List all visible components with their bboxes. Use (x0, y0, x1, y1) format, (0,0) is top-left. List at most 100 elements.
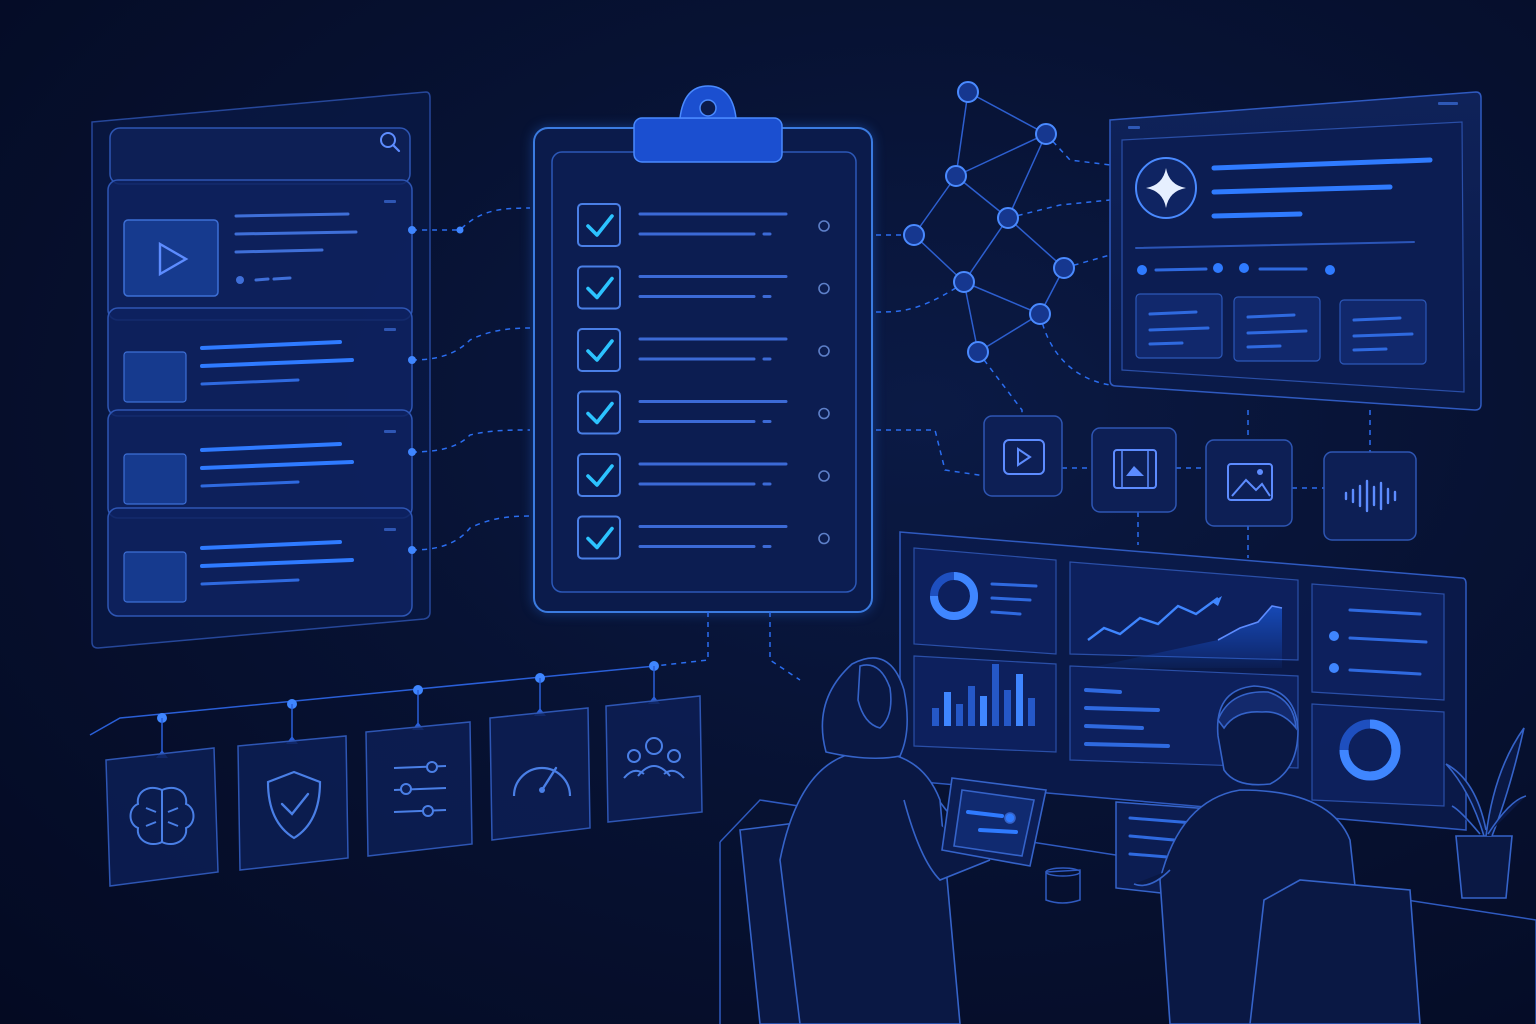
checkbox[interactable] (577, 203, 621, 247)
checklist-clipboard (533, 85, 873, 613)
text-line (1352, 347, 1388, 352)
summary-card-frame (1135, 293, 1223, 359)
graph-node (953, 271, 975, 293)
sliders-icon[interactable] (365, 721, 473, 857)
man-at-laptop-icon (1133, 685, 1421, 1024)
checklist-item[interactable] (577, 328, 830, 372)
text-line (1246, 329, 1308, 335)
status-indicator (818, 407, 830, 420)
checklist-item[interactable] (577, 265, 830, 310)
result-thumbnail (123, 453, 187, 505)
checkmark-icon (586, 401, 614, 425)
graph-node (957, 81, 979, 103)
donut-chart (1339, 719, 1401, 781)
text-line (200, 340, 342, 350)
status-indicator (818, 220, 830, 232)
bar (1016, 674, 1023, 726)
bar-chart (932, 664, 1035, 726)
summary-card[interactable] (1233, 296, 1321, 362)
potted-plant-icon (1445, 727, 1527, 899)
status-indicator (818, 470, 830, 482)
brain-icon[interactable] (105, 747, 219, 887)
card-menu-dots[interactable] (384, 328, 396, 331)
analytics-wall (899, 531, 1467, 831)
result-card[interactable] (107, 307, 413, 417)
text-line (1246, 313, 1296, 319)
text-line (200, 558, 354, 568)
text-line (200, 378, 300, 386)
checklist-item[interactable] (577, 390, 830, 435)
checklist-item[interactable] (577, 515, 830, 560)
bar (944, 692, 951, 726)
result-thumbnail (123, 219, 219, 297)
result-thumbnail (123, 351, 187, 403)
donut-chart (930, 572, 978, 620)
card-menu-dots[interactable] (384, 528, 396, 531)
text-line (1352, 332, 1414, 338)
text-line (200, 578, 300, 586)
checkbox[interactable] (577, 390, 621, 435)
summary-panel (1109, 91, 1482, 411)
checkmark-icon (586, 339, 614, 362)
knowledge-graph (903, 81, 1111, 420)
graph-node (1029, 303, 1051, 325)
graph-node (1035, 123, 1057, 145)
graph-node (945, 165, 967, 187)
text-line (200, 460, 354, 470)
checklist-item[interactable] (577, 203, 830, 247)
result-thumbnail (123, 551, 187, 603)
graph-node (1053, 257, 1075, 279)
text-line (234, 212, 350, 218)
graph-node (903, 224, 925, 246)
bar (1004, 690, 1011, 726)
bar (980, 696, 987, 726)
capability-tiles (89, 661, 703, 887)
bar (1028, 698, 1035, 726)
clipboard-icon (633, 85, 783, 163)
play-icon[interactable] (158, 241, 189, 277)
text-line (234, 248, 324, 254)
gauge-icon[interactable] (489, 707, 591, 841)
checklist-item[interactable] (577, 453, 830, 497)
bar (932, 708, 939, 726)
line-chart (1087, 596, 1283, 668)
search-icon[interactable] (380, 132, 401, 153)
video-icon[interactable] (983, 415, 1063, 497)
text-line (200, 358, 354, 368)
team-icon[interactable] (605, 695, 703, 823)
shield-check-icon[interactable] (237, 735, 349, 871)
card-menu-dots[interactable] (384, 430, 396, 433)
meta-line (254, 277, 270, 282)
film-icon[interactable] (1091, 427, 1177, 513)
woman-with-tablet-icon (739, 657, 1047, 1024)
checkmark-icon (586, 276, 614, 300)
text-line (200, 480, 300, 488)
bar (968, 686, 975, 726)
meta-line (272, 276, 292, 281)
meta-dot (236, 276, 244, 284)
summary-card[interactable] (1135, 293, 1223, 359)
text-line (200, 442, 342, 452)
image-icon[interactable] (1205, 439, 1293, 527)
checkmark-icon (586, 464, 614, 487)
checkbox[interactable] (577, 328, 621, 372)
card-menu-dots[interactable] (384, 200, 396, 203)
summary-card[interactable] (1339, 299, 1427, 365)
checkbox[interactable] (577, 453, 621, 497)
sparkle-icon (1135, 157, 1197, 219)
result-card[interactable] (107, 409, 413, 519)
search-bar[interactable] (109, 127, 411, 185)
result-card[interactable] (107, 179, 413, 321)
result-card[interactable] (107, 507, 413, 617)
text-line (1352, 316, 1402, 322)
audio-waveform-icon[interactable] (1323, 451, 1417, 541)
media-type-tiles (983, 410, 1417, 558)
status-indicator (818, 532, 830, 545)
checkbox[interactable] (577, 515, 621, 560)
text-line (1148, 310, 1198, 316)
search-results-panel (91, 91, 431, 649)
checkbox[interactable] (577, 265, 621, 310)
text-line (1148, 341, 1184, 346)
summary-card-frame (1233, 296, 1321, 362)
